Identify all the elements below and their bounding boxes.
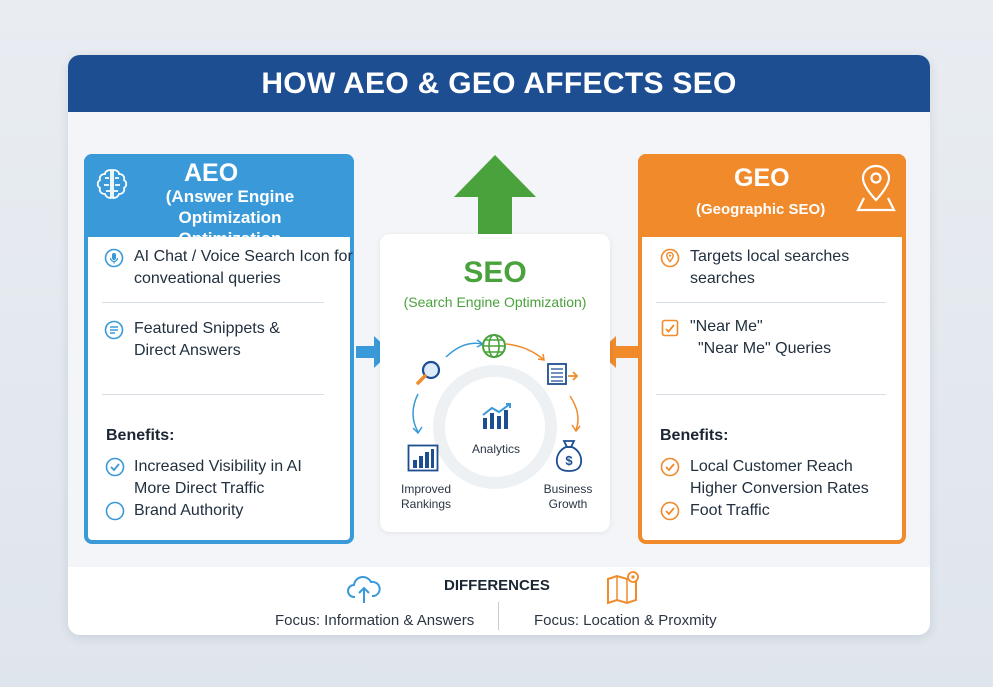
aeo-benefit-2: More Direct Traffic [134,480,265,497]
geo-item-local: Targets local searches searches [660,246,900,296]
up-arrow-icon [454,155,536,243]
location-pin-icon [660,248,680,268]
focus-separator [498,602,499,630]
geo-item-nearme-text: "Near Me" [690,318,763,335]
geo-benefit-2: Higher Conversion Rates [690,480,869,497]
geo-divider-2 [656,394,886,395]
analytics-chart-icon [482,403,511,429]
aeo-benefit-1: Increased Visibility in AI [134,458,302,475]
seo-card: SEO (Search Engine Optimization) [380,234,610,532]
geo-header: GEO (Geographic SEO) [638,154,906,237]
globe-icon [482,334,506,358]
seo-cycle-ring [433,365,557,489]
microphone-icon [104,248,124,268]
seo-subtitle: (Search Engine Optimization) [403,294,587,310]
analytics-label: Analytics [471,442,521,456]
differences-bar: DIFFERENCES Focus: Information & Answers… [68,567,930,635]
aeo-item-voice-text: AI Chat / Voice Search Icon for conveati… [134,248,353,287]
aeo-item-snippets: Featured Snippets & Direct Answers [104,318,344,368]
brain-icon [96,169,128,199]
differences-heading: DIFFERENCES [444,577,550,594]
svg-text:$: $ [565,453,573,468]
bar-chart-icon [407,444,439,472]
geo-subtitle: (Geographic SEO) [696,201,826,218]
check-circle-icon [660,501,680,521]
circle-icon [105,501,125,521]
geo-benefit-3: Foot Traffic [690,502,770,519]
page-title: HOW AEO & GEO AFFECTS SEO [68,55,930,112]
geo-benefits-label: Benefits: [660,427,729,444]
check-circle-icon [660,457,680,477]
money-bag-icon: $ [555,440,583,472]
aeo-benefits-label: Benefits: [106,427,175,444]
geo-item-nearme: "Near Me" "Near Me" Queries [660,316,900,366]
check-circle-icon [105,457,125,477]
infographic-card: HOW AEO & GEO AFFECTS SEO AEO (Answer En… [68,55,930,635]
geo-item-local-text: Targets local searches searches [690,248,850,287]
map-icon [607,571,639,605]
magnifier-icon [416,360,441,385]
aeo-item-voice: AI Chat / Voice Search Icon for conveati… [104,246,353,296]
server-report-icon [547,363,579,385]
snippet-icon [104,320,124,340]
aeo-title: AEO [184,159,239,187]
geo-item-nearme-text-2: "Near Me" Queries [698,340,832,357]
aeo-divider-2 [102,394,324,395]
aeo-item-snippets-text: Featured Snippets & Direct Answers [134,320,280,359]
geo-title: GEO [734,164,790,192]
seo-title: SEO [463,256,527,289]
map-pin-icon [856,164,896,212]
checklist-icon [661,319,679,337]
geo-divider-1 [656,302,886,303]
geo-focus-text: Focus: Location & Proxmity [534,612,717,629]
aeo-focus-text: Focus: Information & Answers [275,612,475,629]
geo-benefit-1: Local Customer Reach [690,458,853,475]
aeo-benefit-3: Brand Authority [134,502,244,519]
cloud-upload-icon [347,576,381,603]
aeo-divider-1 [102,302,324,303]
geo-panel: GEO (Geographic SEO) Targets local searc… [638,154,906,544]
